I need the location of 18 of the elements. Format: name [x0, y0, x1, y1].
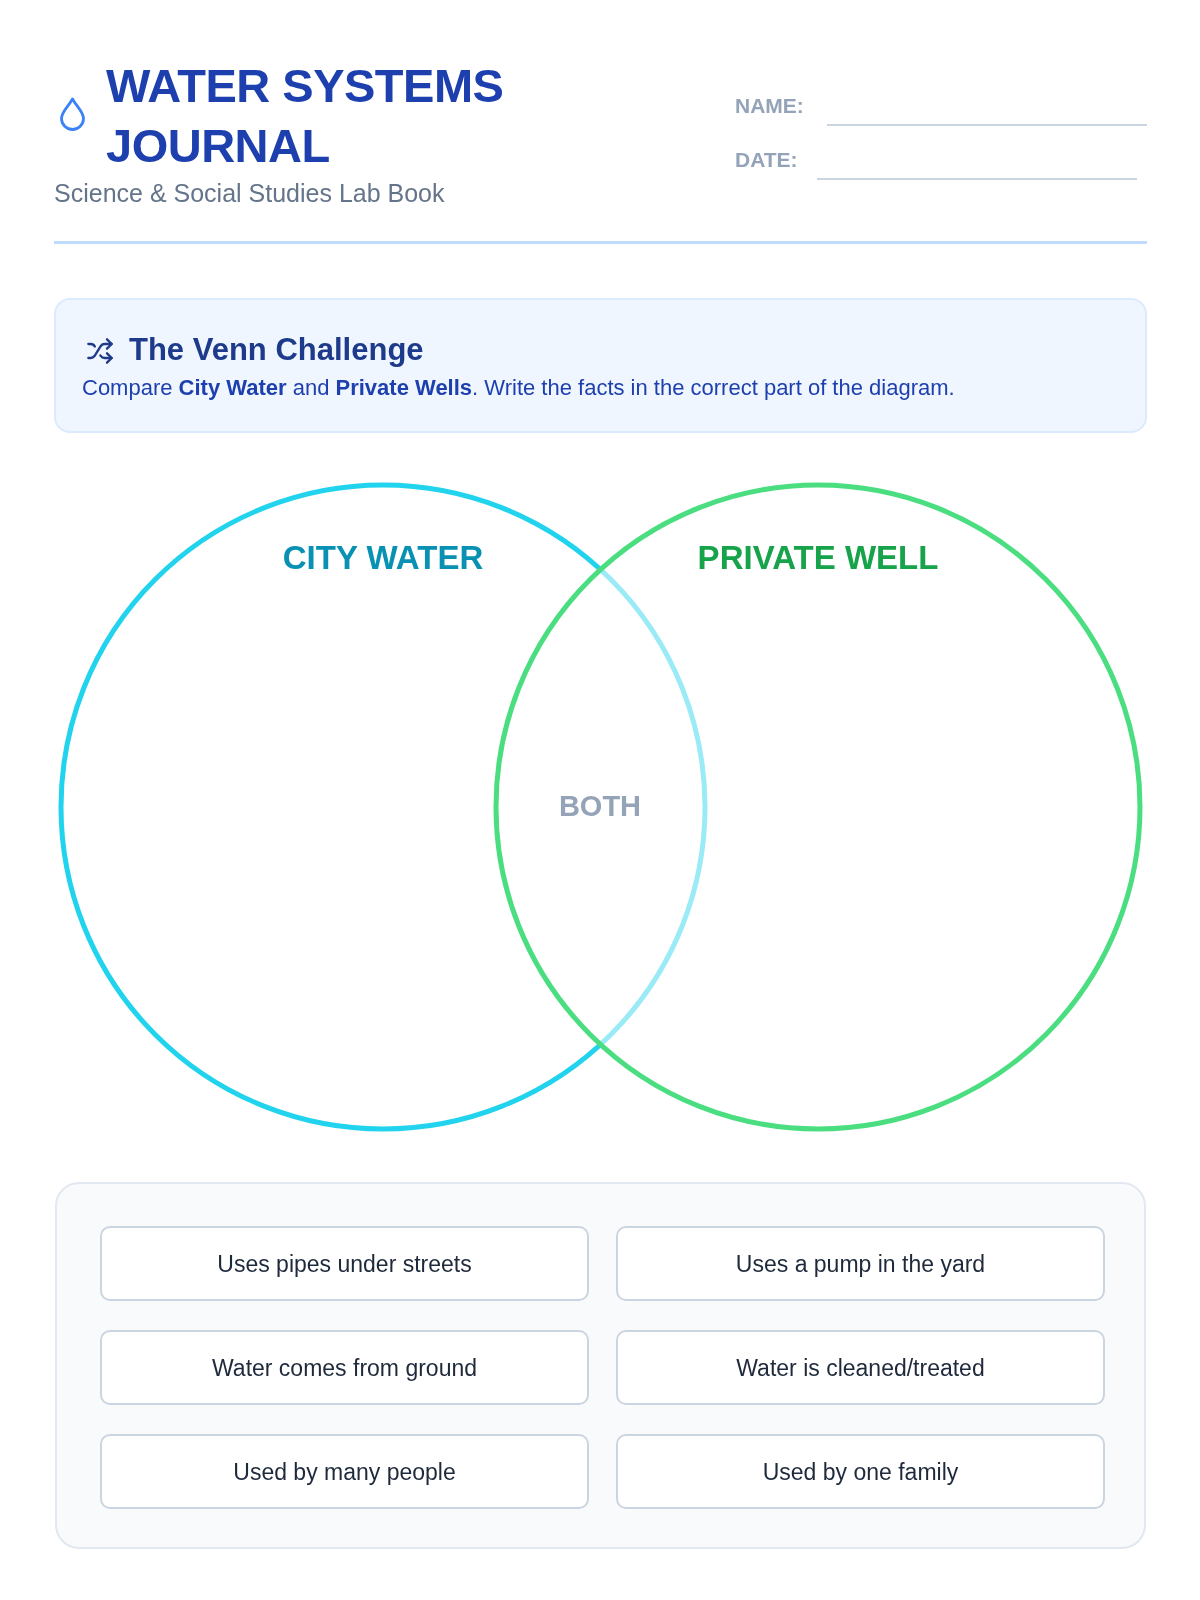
field-label: DATE:	[735, 147, 798, 173]
fact-card: Used by one family	[616, 1434, 1105, 1509]
fact-card: Uses pipes under streets	[100, 1226, 589, 1301]
instruction-text: Compare City Water and Private Wells. Write the facts in the correct part of the diagram.	[82, 374, 956, 402]
instruction-banner	[54, 298, 1147, 433]
page-title: WATER SYSTEMS JOURNAL	[106, 58, 505, 174]
field-label: NAME:	[735, 93, 804, 119]
circle-heading: CITY WATER	[282, 538, 484, 578]
fact-card: Used by many people	[100, 1434, 589, 1509]
fact-card: Water is cleaned/treated	[616, 1330, 1105, 1405]
circle-heading: PRIVATE WELL	[697, 538, 939, 578]
fact-card: Uses a pump in the yard	[616, 1226, 1105, 1301]
card-panel	[55, 1182, 1146, 1549]
venn-circle	[493, 482, 1143, 1132]
banner-heading: The Venn Challenge	[129, 331, 424, 369]
fact-card: Water comes from ground	[100, 1330, 589, 1405]
overlap-label: BOTH	[557, 789, 643, 824]
subtitle: Science & Social Studies Lab Book	[54, 178, 445, 208]
